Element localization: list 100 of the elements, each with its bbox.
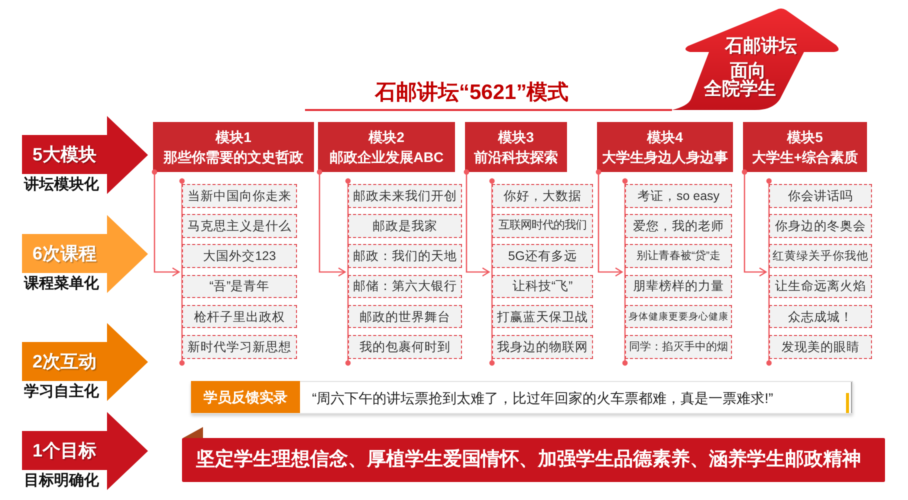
topic-label: 我的包裹何时到 <box>360 340 450 354</box>
arrow-label: 石邮讲坛 <box>725 36 797 56</box>
module-label: 模块5 <box>787 128 823 146</box>
topic-box <box>625 335 732 358</box>
topic-label: 枪杆子里出政权 <box>194 309 285 324</box>
topic-box <box>348 335 462 358</box>
tag-label: 学员反馈实录 <box>204 388 288 406</box>
topic-label: 打赢蓝天保卫战 <box>497 309 588 324</box>
topic-box <box>182 184 297 208</box>
topic-box <box>625 214 732 238</box>
topic-label: 你好，大数据 <box>504 188 582 203</box>
pointer-caption: 目标明确化 <box>24 472 99 489</box>
topic-box <box>348 214 462 238</box>
topic-box <box>492 214 593 238</box>
topic-label: 同学：掐灭手中的烟 <box>629 340 728 353</box>
pointer-label: 1个目标 <box>32 440 96 461</box>
header-box <box>743 122 867 172</box>
pointer-shape <box>22 116 148 194</box>
topic-label: 我身边的物联网 <box>497 340 588 354</box>
connector-arrow <box>464 169 490 277</box>
topic-box <box>492 184 593 208</box>
topic-label: 爱您，我的老师 <box>633 218 724 234</box>
quote-text: “周六下午的讲坛票抢到太难了，比过年回家的火车票都难，真是一票难求!” <box>312 389 774 406</box>
topic-box <box>625 184 732 208</box>
topic-label: 你会讲话吗 <box>788 188 853 203</box>
banner <box>182 438 885 482</box>
topic-label: 红黄绿关乎你我他 <box>772 249 868 263</box>
topic-label: 新时代学习新思想 <box>188 340 292 354</box>
connector-arrow <box>742 169 767 277</box>
topic-label: 让科技“飞” <box>512 279 573 294</box>
connector-arrow <box>596 169 623 277</box>
pointer-label: 2次互动 <box>32 351 96 372</box>
topic-box <box>182 214 297 238</box>
topic-box <box>182 304 297 328</box>
pointer-caption: 讲坛模块化 <box>24 176 99 193</box>
banner-text: 坚定学生理想信念、厚植学生爱国情怀、加强学生品德素养、涵养学生邮政精神 <box>196 449 861 471</box>
topic-box <box>348 244 462 268</box>
topic-label: 邮政：我们的天地 <box>353 248 457 264</box>
topic-box <box>769 274 872 298</box>
topic-label: 5G还有多远 <box>508 248 577 264</box>
topic-label: 身体健康更要身心健康 <box>628 310 728 322</box>
topic-box <box>625 304 732 328</box>
topic-box <box>348 274 462 298</box>
module-label: 模块2 <box>368 128 404 146</box>
topic-label: 发现美的眼睛 <box>782 340 860 354</box>
bracket-line <box>345 178 351 366</box>
topic-box <box>769 304 872 328</box>
bracket-line <box>622 178 628 366</box>
header-box <box>153 122 314 172</box>
topic-label: 别让青春被“贷”走 <box>636 250 721 262</box>
topic-label: 马克思主义是什么 <box>188 218 292 234</box>
module-label: 模块3 <box>498 128 534 146</box>
topic-label: 考证，so easy <box>637 188 720 203</box>
module-title: 大学生+综合素质 <box>752 148 858 166</box>
pointer-caption: 学习自主化 <box>24 383 99 400</box>
topic-label: 邮储：第六大银行 <box>353 279 457 294</box>
topic-label: 朋辈榜样的力量 <box>633 279 724 294</box>
topic-label: “吾”是青年 <box>209 279 270 294</box>
topic-box <box>769 214 872 238</box>
topic-box <box>182 244 297 268</box>
topic-box <box>182 335 297 358</box>
topic-label: 当新中国向你走来 <box>188 188 292 203</box>
header-box <box>465 122 567 172</box>
arrow-label: 全院学生 <box>704 78 776 100</box>
module-label: 模块4 <box>647 128 683 146</box>
quote-box <box>191 381 853 414</box>
topic-box <box>492 304 593 328</box>
diagram-title: 石邮讲坛“5621”模式 <box>375 80 569 106</box>
topic-box <box>492 335 593 358</box>
header-box <box>318 122 455 172</box>
module-title: 邮政企业发展ABC <box>329 148 444 166</box>
topic-label: 大国外交123 <box>203 248 276 264</box>
topic-label: 让生命远离火焰 <box>775 279 866 294</box>
topic-box <box>348 184 462 208</box>
module-title: 大学生身边人身边事 <box>602 148 728 166</box>
header-box <box>597 122 733 172</box>
topic-box <box>348 304 462 328</box>
bracket-line <box>179 178 185 366</box>
topic-box <box>625 244 732 268</box>
pointer-shape <box>22 412 148 490</box>
connector-arrow <box>316 169 346 277</box>
topic-box <box>769 184 872 208</box>
pointer-caption: 课程菜单化 <box>24 275 99 292</box>
topic-label: 邮政的世界舞台 <box>360 309 450 324</box>
bracket-line <box>766 178 772 366</box>
topic-box <box>625 274 732 298</box>
topic-box <box>769 335 872 358</box>
bracket-line <box>489 178 495 366</box>
pointer-shape <box>22 323 148 401</box>
module-title: 那些你需要的文史哲政 <box>164 148 304 166</box>
pointer-label: 5大模块 <box>32 144 96 165</box>
tag-box <box>191 381 300 413</box>
pointer-shape <box>22 215 148 293</box>
module-title: 前沿科技探索 <box>474 148 558 166</box>
topic-box <box>492 244 593 268</box>
topic-label: 众志成城！ <box>788 309 853 324</box>
topic-label: 邮政未来我们开创 <box>353 188 457 203</box>
module-label: 模块1 <box>216 128 252 146</box>
pointer-label: 6次课程 <box>32 243 96 264</box>
topic-box <box>492 274 593 298</box>
